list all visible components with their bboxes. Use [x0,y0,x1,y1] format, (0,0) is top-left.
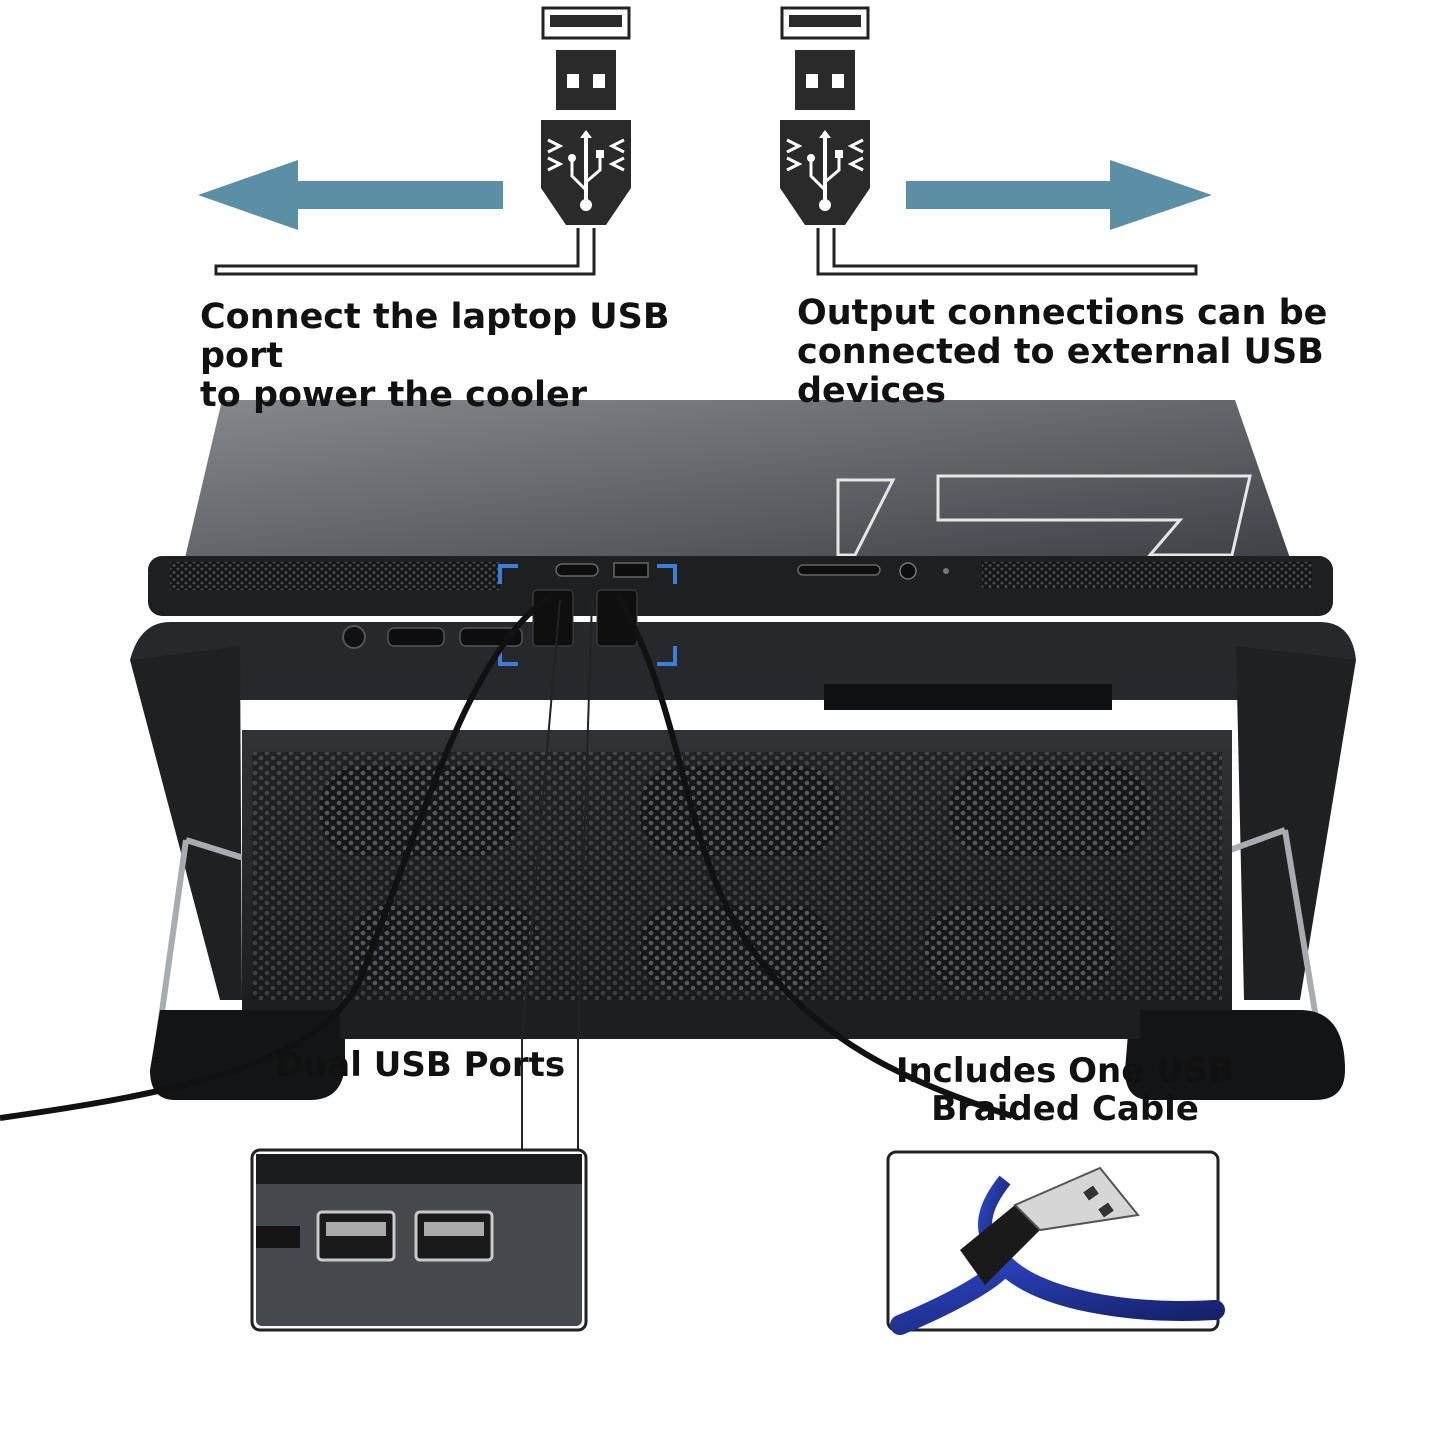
output-connection-caption: Output connections can be connected to e… [797,293,1437,412]
dual-usb-ports-caption: Dual USB Ports [250,1046,590,1084]
braided-cable-caption: Includes One USB Braided Cable [880,1052,1250,1128]
caption-line: connected to external USB devices [797,332,1324,412]
usb-ports-inset [250,1148,588,1332]
caption-line: Braided Cable [931,1089,1199,1130]
arrow-left-icon [198,160,503,230]
input-connection-caption: Connect the laptop USB port to power the… [200,297,760,416]
usb-trident-icon [568,130,604,211]
cooler-device [0,400,1356,1152]
caption-line: Includes One USB [895,1051,1235,1091]
arrow-right-icon [906,160,1212,230]
caption-line: to power the cooler [200,375,587,416]
caption-line: Output connections can be [797,293,1328,333]
braided-cable-inset [886,1150,1225,1335]
caption-line: Dual USB Ports [274,1045,566,1085]
usb-trident-icon [807,130,843,211]
caption-line: Connect the laptop USB port [200,297,670,377]
